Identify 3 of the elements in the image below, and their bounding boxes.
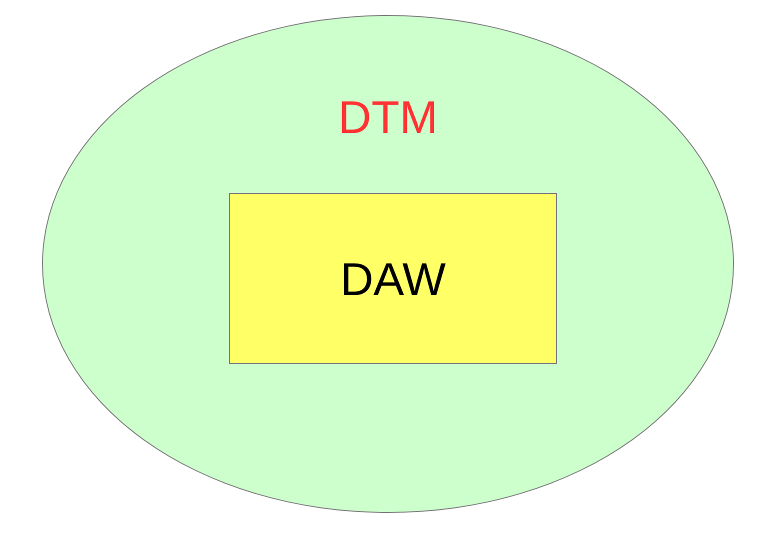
- rectangle-box: [229, 193, 557, 364]
- region-label: DTM: [337, 94, 439, 140]
- region-label: DAW: [339, 256, 447, 302]
